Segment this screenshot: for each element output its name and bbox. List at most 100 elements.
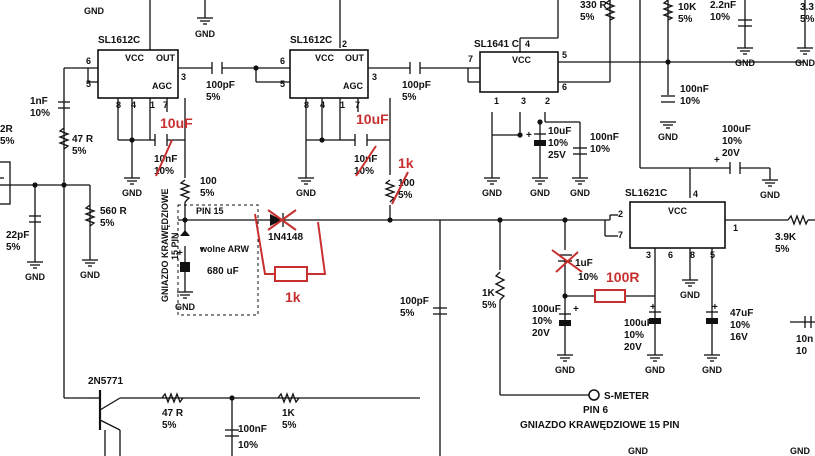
svg-text:8: 8	[304, 100, 309, 110]
transistor-2n5771	[88, 390, 121, 456]
svg-text:+: +	[177, 248, 183, 259]
svg-text:GND: GND	[80, 270, 101, 280]
svg-text:GND: GND	[555, 365, 576, 375]
svg-text:+: +	[650, 302, 656, 313]
edge-connector-box: PIN 15 wolne ARW GNIAZDO KRAWĘDZIOWE 15 …	[160, 189, 259, 316]
svg-text:10: 10	[796, 346, 808, 357]
chip-u1-name: SL1612C	[98, 35, 140, 46]
svg-text:3.9K: 3.9K	[775, 232, 797, 243]
svg-text:10%: 10%	[154, 166, 174, 177]
chip-u4-name: SL1621C	[625, 188, 667, 199]
svg-text:2: 2	[618, 209, 623, 219]
svg-text:1: 1	[494, 96, 499, 106]
svg-text:100pF: 100pF	[402, 80, 431, 91]
annotation-1k-top: 1k	[398, 155, 414, 171]
svg-text:100: 100	[200, 176, 217, 187]
svg-text:10n: 10n	[796, 334, 813, 345]
svg-text:7: 7	[163, 100, 168, 110]
junctions	[32, 59, 671, 401]
svg-text:1: 1	[150, 100, 155, 110]
svg-text:GND: GND	[735, 58, 756, 68]
svg-text:5%: 5%	[402, 92, 417, 103]
svg-text:GND: GND	[790, 446, 811, 456]
svg-text:OUT: OUT	[156, 53, 176, 63]
svg-text:100pF: 100pF	[206, 80, 235, 91]
svg-text:1uF: 1uF	[575, 258, 593, 269]
chip-u2-name: SL1612C	[290, 35, 332, 46]
annotation-10uf-1: 10uF	[160, 115, 193, 131]
svg-text:5%: 5%	[678, 14, 693, 25]
svg-text:5%: 5%	[800, 14, 815, 25]
gnd-labels: GND GND GND GND GND GND GND GND GND GND …	[25, 6, 815, 456]
svg-text:5%: 5%	[0, 136, 15, 147]
svg-text:20V: 20V	[722, 148, 740, 159]
svg-text:100nF: 100nF	[590, 132, 619, 143]
svg-text:8: 8	[690, 250, 695, 260]
svg-text:16V: 16V	[730, 332, 748, 343]
svg-text:VCC: VCC	[512, 55, 532, 65]
svg-text:10%: 10%	[578, 272, 598, 283]
svg-text:6: 6	[562, 82, 567, 92]
svg-text:47uF: 47uF	[730, 308, 753, 319]
chip-u1: SL1612C VCC OUT AGC 6 5 8 4 1 7 3	[86, 35, 186, 110]
svg-text:10%: 10%	[680, 96, 700, 107]
svg-text:10K: 10K	[678, 2, 697, 13]
svg-text:GND: GND	[795, 58, 815, 68]
svg-text:10nF: 10nF	[354, 154, 377, 165]
svg-text:AGC: AGC	[343, 81, 364, 91]
svg-text:680 uF: 680 uF	[207, 266, 239, 277]
chip-u4: SL1621C VCC 4 2 7 1 3 6 8 5	[618, 188, 738, 260]
ground-symbols	[27, 17, 813, 362]
svg-text:5%: 5%	[482, 300, 497, 311]
svg-text:GND: GND	[658, 132, 679, 142]
svg-text:3: 3	[646, 250, 651, 260]
svg-text:100uF: 100uF	[624, 318, 653, 329]
svg-text:10%: 10%	[590, 144, 610, 155]
svg-text:GND: GND	[680, 290, 701, 300]
svg-text:5%: 5%	[400, 308, 415, 319]
svg-text:5%: 5%	[282, 420, 297, 431]
svg-text:6: 6	[280, 56, 285, 66]
svg-text:GND: GND	[122, 188, 143, 198]
svg-text:GND: GND	[760, 190, 781, 200]
svg-text:5%: 5%	[72, 146, 87, 157]
svg-text:330 R: 330 R	[580, 0, 607, 11]
svg-text:GNIAZDO KRAWĘDZIOWE 15 PIN: GNIAZDO KRAWĘDZIOWE 15 PIN	[520, 420, 679, 431]
svg-text:GND: GND	[482, 188, 503, 198]
svg-text:100uF: 100uF	[532, 304, 561, 315]
svg-text:5%: 5%	[775, 244, 790, 255]
svg-text:+: +	[526, 130, 532, 141]
svg-text:15 PIN: 15 PIN	[170, 232, 180, 260]
svg-text:6: 6	[668, 250, 673, 260]
svg-text:OUT: OUT	[345, 53, 365, 63]
svg-text:1K: 1K	[482, 288, 496, 299]
svg-text:VCC: VCC	[125, 53, 145, 63]
svg-text:GND: GND	[84, 6, 105, 16]
svg-text:10%: 10%	[30, 108, 50, 119]
s-meter: S-METER PIN 6 GNIAZDO KRAWĘDZIOWE 15 PIN	[520, 389, 679, 431]
svg-text:5: 5	[710, 250, 715, 260]
svg-text:5%: 5%	[200, 188, 215, 199]
svg-text:1nF: 1nF	[30, 96, 48, 107]
svg-text:7: 7	[618, 230, 623, 240]
svg-text:10%: 10%	[710, 12, 730, 23]
svg-text:10%: 10%	[624, 330, 644, 341]
svg-text:5: 5	[280, 79, 285, 89]
svg-text:47 R: 47 R	[162, 408, 184, 419]
svg-text:VCC: VCC	[668, 206, 688, 216]
svg-text:10%: 10%	[532, 316, 552, 327]
svg-text:5: 5	[562, 50, 567, 60]
svg-text:*: *	[200, 246, 204, 257]
svg-text:2: 2	[545, 96, 550, 106]
svg-text:2: 2	[342, 39, 347, 49]
svg-text:10%: 10%	[722, 136, 742, 147]
svg-text:GND: GND	[570, 188, 591, 198]
svg-text:+: +	[573, 304, 579, 315]
svg-text:GND: GND	[628, 446, 649, 456]
svg-text:5%: 5%	[398, 190, 413, 201]
svg-text:4: 4	[131, 100, 136, 110]
svg-text:3: 3	[521, 96, 526, 106]
svg-text:5%: 5%	[100, 218, 115, 229]
